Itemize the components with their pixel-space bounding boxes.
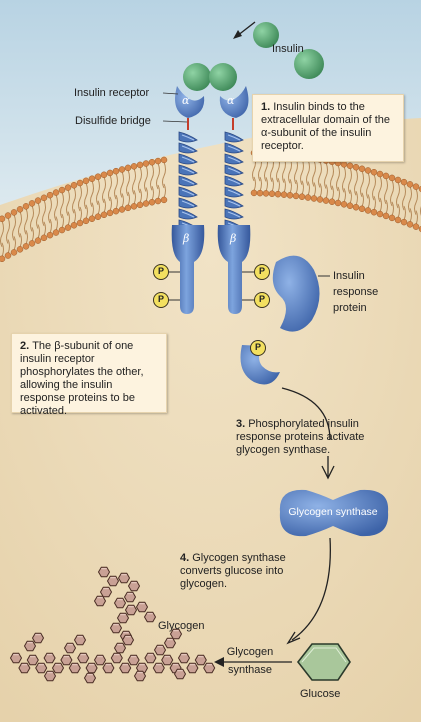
glycogen-synthase-enzyme-label: Glycogen synthase — [288, 506, 378, 518]
step-3-text: Phosphorylated insulin response proteins… — [236, 418, 365, 456]
step-1-number: 1. — [261, 101, 271, 113]
bound-insulin — [209, 63, 237, 91]
insulin-molecule — [253, 22, 279, 48]
phosphate-badge: P — [254, 264, 270, 280]
disulfide-bridge-label: Disulfide bridge — [75, 115, 151, 127]
step-3-number: 3. — [236, 418, 246, 430]
beta-subunit-right — [217, 225, 251, 314]
alpha-subunit-right — [219, 86, 249, 118]
step-2-box: 2.The β-subunit of one insulin receptor … — [11, 333, 167, 417]
step-3-text-block: 3.Phosphorylated insulin response protei… — [236, 418, 396, 457]
insulin-receptor-label: Insulin receptor — [74, 87, 150, 99]
insulin-response-protein-label: Insulin response protein — [333, 270, 379, 314]
glycogen-label: Glycogen — [158, 620, 205, 632]
insulin-molecule — [294, 49, 324, 79]
bound-insulin — [183, 63, 211, 91]
glycogen-chains — [9, 566, 216, 684]
step-2-number: 2. — [20, 340, 30, 352]
step-2-text: The β-subunit of one insulin receptor ph… — [20, 340, 144, 417]
glucose-label: Glucose — [300, 688, 341, 700]
beta-label-left: β — [183, 232, 190, 245]
phosphate-badge: P — [254, 292, 270, 308]
insulin-response-protein — [272, 255, 320, 332]
insulin-label: Insulin — [272, 43, 304, 55]
alpha-subunit-left — [175, 86, 205, 118]
step-4-number: 4. — [180, 552, 190, 564]
beta-label-right: β — [230, 232, 237, 245]
alpha-label-left: α — [182, 94, 190, 107]
phosphate-badge: P — [153, 264, 169, 280]
phosphate-badge: P — [250, 340, 266, 356]
step-4-text-block: 4.Glycogen synthase converts glucose int… — [180, 552, 310, 591]
beta-subunit-left — [171, 225, 205, 314]
receptor-helix-right — [224, 131, 244, 231]
step-1-text: Insulin binds to the extracellular domai… — [261, 101, 391, 152]
glycogen-synthase-enzyme — [279, 489, 389, 537]
glycogen-synthase-arrow-label: Glycogen synthase — [226, 646, 274, 676]
activated-response-protein — [240, 345, 280, 385]
step-4-text: Glycogen synthase converts glucose into … — [180, 552, 286, 590]
step-1-box: 1.Insulin binds to the extracellular dom… — [252, 94, 404, 162]
glucose-molecule — [296, 643, 351, 681]
phosphate-badge: P — [153, 292, 169, 308]
alpha-label-right: α — [227, 94, 235, 107]
